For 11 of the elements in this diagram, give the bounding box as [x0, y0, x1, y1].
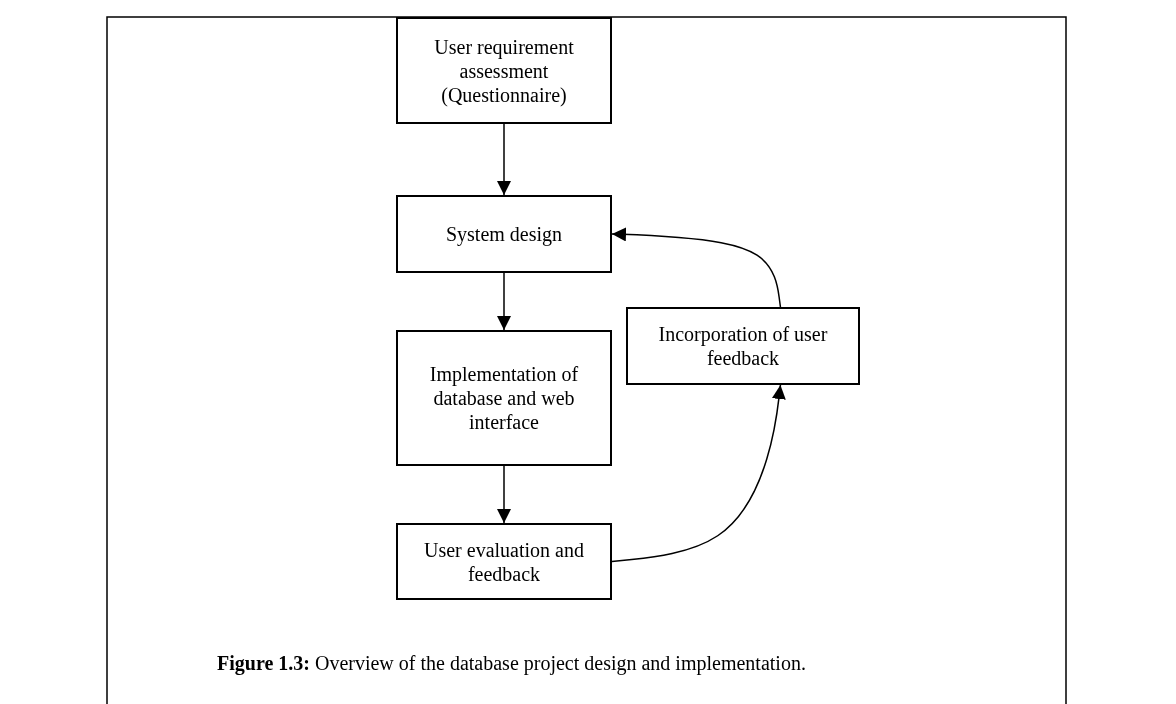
figure-caption: Figure 1.3: Overview of the database project design and implementation.	[217, 652, 806, 675]
process-box: System design	[396, 195, 612, 273]
arrow	[497, 465, 511, 524]
arrow	[611, 384, 786, 563]
arrow	[497, 272, 511, 331]
process-box: User evaluation and feedback	[396, 523, 612, 600]
process-box: Incorporation of user feedback	[626, 307, 860, 385]
arrow	[611, 227, 782, 308]
process-box: User requirement assessment (Questionnaire)	[396, 17, 612, 124]
arrow	[497, 123, 511, 196]
process-box: Implementation of database and web interface	[396, 330, 612, 466]
